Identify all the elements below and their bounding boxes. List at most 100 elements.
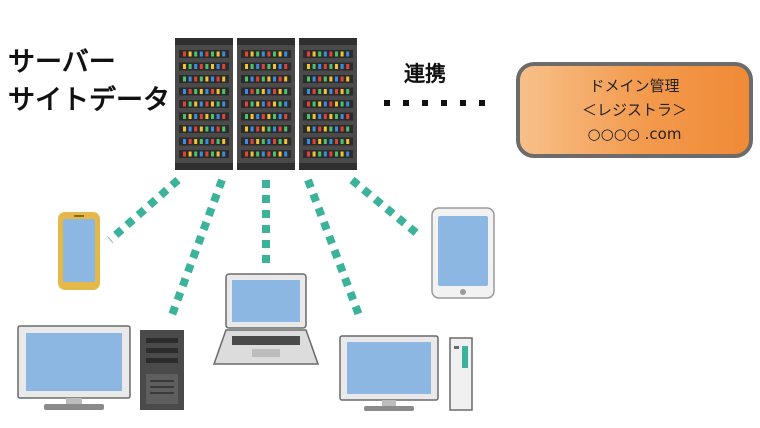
rack-led <box>346 126 350 132</box>
rack-led <box>312 151 316 157</box>
rack-led <box>312 89 316 94</box>
rack-led <box>329 114 333 119</box>
rack-led <box>199 64 203 69</box>
rack-led <box>323 114 327 119</box>
rack-led <box>340 151 344 157</box>
rack-led <box>329 151 333 157</box>
rack-led <box>307 64 310 69</box>
rack-led <box>307 89 310 94</box>
rack-led <box>284 101 288 107</box>
rack-led <box>199 76 203 82</box>
rack-led <box>307 76 310 82</box>
rack-led <box>250 51 254 57</box>
rack-led <box>340 51 344 57</box>
rack-led <box>183 76 186 82</box>
rack-led <box>261 114 265 119</box>
rack-led <box>318 76 322 82</box>
rack-led <box>267 76 271 82</box>
rack-led <box>312 139 316 144</box>
connector-smartphone <box>107 177 181 243</box>
rack-led <box>318 89 322 94</box>
rack-led <box>245 126 248 132</box>
rack-led <box>278 139 282 144</box>
rack-led <box>273 64 276 69</box>
domain-box-line2: ＜レジストラ＞ <box>581 101 687 119</box>
rack-slot <box>241 112 291 121</box>
rack-led <box>216 151 220 157</box>
rack-led <box>312 51 316 57</box>
rack-led <box>261 101 265 107</box>
rack-led <box>267 89 271 94</box>
rack-led <box>222 101 226 107</box>
rack-led <box>205 64 209 69</box>
connector-tablet <box>349 176 423 240</box>
rack-led <box>188 76 192 82</box>
desktop-monitor-icon <box>339 335 439 411</box>
domain-management-box: ドメイン管理 ＜レジストラ＞ ○○○○ .com <box>516 62 753 158</box>
rack-led <box>216 76 220 82</box>
rack-led <box>278 101 282 107</box>
rack-led <box>335 76 338 82</box>
rack-led <box>329 139 333 144</box>
rack-led <box>261 76 265 82</box>
rack-led <box>199 89 203 94</box>
rack-led <box>245 151 248 157</box>
server-rack-leds <box>179 50 353 158</box>
rack-led <box>245 101 248 107</box>
rack-slot <box>179 125 229 133</box>
rack-slot <box>241 100 291 108</box>
rack-led <box>278 76 282 82</box>
rack-led <box>188 151 192 157</box>
rack-led <box>205 114 209 119</box>
rack-led <box>323 126 327 132</box>
rack-led <box>194 89 198 94</box>
rack-led <box>222 51 226 57</box>
rack-led <box>211 151 214 157</box>
rack-led <box>222 76 226 82</box>
rack-led <box>278 51 282 57</box>
rack-led <box>261 89 265 94</box>
rack-led <box>278 89 282 94</box>
rack-led <box>335 89 338 94</box>
rack-slot <box>241 137 291 146</box>
rack-led <box>284 126 288 132</box>
rack-led <box>194 139 198 144</box>
rack-led <box>346 101 350 107</box>
rack-led <box>312 76 316 82</box>
rack-slot <box>179 87 229 96</box>
rack-led <box>261 51 265 57</box>
rack-led <box>346 51 350 57</box>
rack-led <box>199 101 203 107</box>
rack-led <box>278 151 282 157</box>
rack-led <box>312 101 316 107</box>
rack-led <box>318 101 322 107</box>
rack-led <box>323 151 327 157</box>
rack-led <box>205 139 209 144</box>
rack-led <box>284 89 288 94</box>
rack-led <box>216 126 220 132</box>
rack-led <box>183 51 186 57</box>
rack-led <box>267 126 271 132</box>
rack-slot <box>241 125 291 133</box>
rack-slot <box>179 150 229 158</box>
rack-led <box>222 126 226 132</box>
rack-led <box>273 51 276 57</box>
rack-slot <box>241 87 291 96</box>
rack-led <box>250 76 254 82</box>
rack-led <box>284 51 288 57</box>
rack-led <box>346 64 350 69</box>
desktop-monitor-icon <box>17 325 131 410</box>
rack-led <box>222 151 226 157</box>
rack-led <box>307 126 310 132</box>
rack-led <box>318 64 322 69</box>
rack-led <box>273 139 276 144</box>
rack-led <box>273 89 276 94</box>
rack-led <box>211 64 214 69</box>
rack-led <box>256 76 260 82</box>
rack-led <box>256 101 260 107</box>
rack-led <box>205 101 209 107</box>
rack-led <box>267 101 271 107</box>
rack-led <box>194 126 198 132</box>
rack-led <box>261 126 265 132</box>
